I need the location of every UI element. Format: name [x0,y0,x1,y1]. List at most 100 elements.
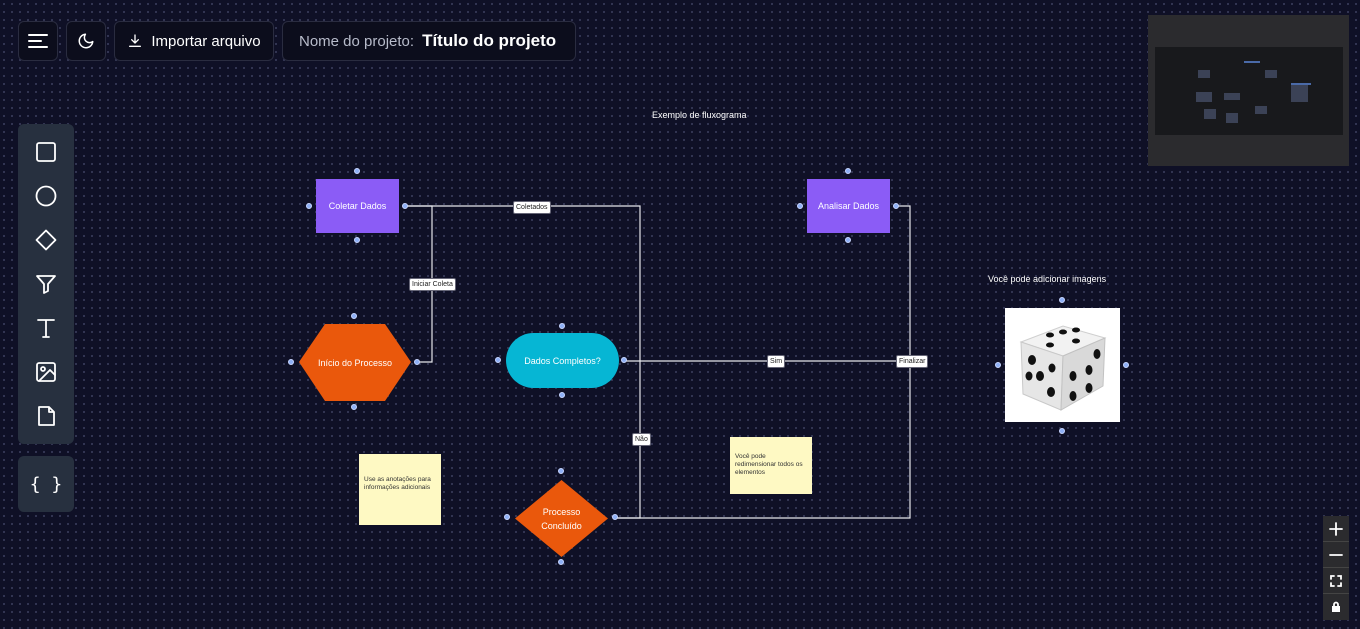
minimap-node [1291,85,1308,102]
node-label: Analisar Dados [817,201,880,211]
connection-handle[interactable] [495,357,501,363]
connection-handle[interactable] [402,203,408,209]
zoom-in-button[interactable] [1323,516,1349,542]
download-icon [129,34,142,47]
tool-filter[interactable] [26,264,66,304]
connection-handle[interactable] [845,168,851,174]
connection-handle[interactable] [612,514,618,520]
code-braces-icon: { } [29,473,63,495]
connection-handle[interactable] [354,168,360,174]
tool-note[interactable] [26,396,66,436]
tool-rectangle[interactable] [26,132,66,172]
diamond-shape [299,324,411,401]
lock-icon [1332,601,1340,612]
node-label: Dados Completos? [524,355,601,366]
node-inicio-processo[interactable]: Início do Processo [299,324,411,401]
edge-label-sim[interactable]: Sim [767,355,786,368]
image-icon [36,362,56,382]
node-label: Coletar Dados [328,201,387,211]
label-line-1: Processo [542,506,581,517]
code-view-button[interactable]: { } [18,456,74,512]
tool-circle[interactable] [26,176,66,216]
connection-handle[interactable] [559,323,565,329]
image-caption[interactable]: Você pode adicionar imagens [988,274,1107,284]
connection-handle[interactable] [845,237,851,243]
fit-view-button[interactable] [1323,568,1349,594]
flowchart-title[interactable]: Exemplo de fluxograma [652,110,747,120]
shape-tools-panel [18,124,74,444]
connection-handle[interactable] [797,203,803,209]
node-coletar-dados[interactable]: Coletar Dados [316,179,399,233]
circle-icon [35,185,57,207]
edge-label-iniciar-coleta[interactable]: Iniciar Coleta [409,278,456,291]
connection-handle[interactable] [893,203,899,209]
connection-handle[interactable] [558,468,564,474]
node-analisar-dados[interactable]: Analisar Dados [807,179,890,233]
menu-button[interactable] [18,21,58,61]
minimap-node [1198,70,1210,78]
minimap-node [1224,93,1240,100]
dice-icon [1019,325,1107,411]
tool-text[interactable] [26,308,66,348]
connection-handle[interactable] [995,362,1001,368]
project-title[interactable]: Título do projeto [422,31,557,50]
edge-label-finalizar[interactable]: Finalizar [896,355,929,368]
minimap-node [1204,109,1216,119]
tool-image[interactable] [26,352,66,392]
zoom-controls [1323,516,1349,620]
zoom-out-button[interactable] [1323,542,1349,568]
project-name-field[interactable]: Nome do projeto: Título do projeto [282,21,576,61]
fit-view-icon [1330,574,1342,587]
import-label: Importar arquivo [151,32,261,50]
minimap-node [1244,61,1260,63]
connection-handle[interactable] [351,313,357,319]
minus-icon [1329,553,1343,556]
theme-toggle-button[interactable] [66,21,106,61]
note-icon [38,406,55,426]
label-line-2: Concluído [541,520,582,531]
plus-icon [1329,521,1343,536]
minimap-node [1196,92,1212,102]
connection-handle[interactable] [1059,428,1065,434]
edge-label-coletados[interactable]: Coletados [513,201,551,214]
connection-handle[interactable] [351,404,357,410]
note-redimensionar[interactable]: Você pode redimensionar todos os element… [730,437,812,494]
minimap-node [1265,70,1277,78]
tool-diamond[interactable] [26,220,66,260]
text-icon [37,319,55,338]
minimap-viewport [1155,47,1343,135]
filter-icon [36,275,56,294]
menu-icon [28,34,48,48]
dice-image[interactable] [1005,308,1120,422]
connection-handle[interactable] [1123,362,1129,368]
connection-handle[interactable] [414,359,420,365]
connection-handle[interactable] [504,514,510,520]
connection-handle[interactable] [306,203,312,209]
minimap-node [1255,106,1267,114]
diamond-shape [515,480,608,557]
connection-handle[interactable] [621,357,627,363]
edge-label-nao[interactable]: Não [632,433,651,446]
edge-finalizar[interactable] [615,361,911,519]
moon-icon [78,33,94,49]
project-name-label: Nome do projeto: [299,32,415,50]
lock-button[interactable] [1323,594,1349,620]
minimap-node [1291,83,1311,85]
node-dados-completos[interactable]: Dados Completos? [506,333,619,388]
note-anotacoes[interactable]: Use as anotações para informações adicio… [359,454,441,525]
connection-handle[interactable] [558,559,564,565]
import-file-button[interactable]: Importar arquivo [114,21,274,61]
minimap[interactable] [1148,15,1349,166]
connection-handle[interactable] [559,392,565,398]
square-icon [36,142,56,162]
node-label: Início do Processo [317,357,393,368]
connection-handle[interactable] [288,359,294,365]
minimap-node [1226,113,1238,123]
connection-handle[interactable] [1059,297,1065,303]
diamond-icon [35,229,57,251]
connection-handle[interactable] [354,237,360,243]
